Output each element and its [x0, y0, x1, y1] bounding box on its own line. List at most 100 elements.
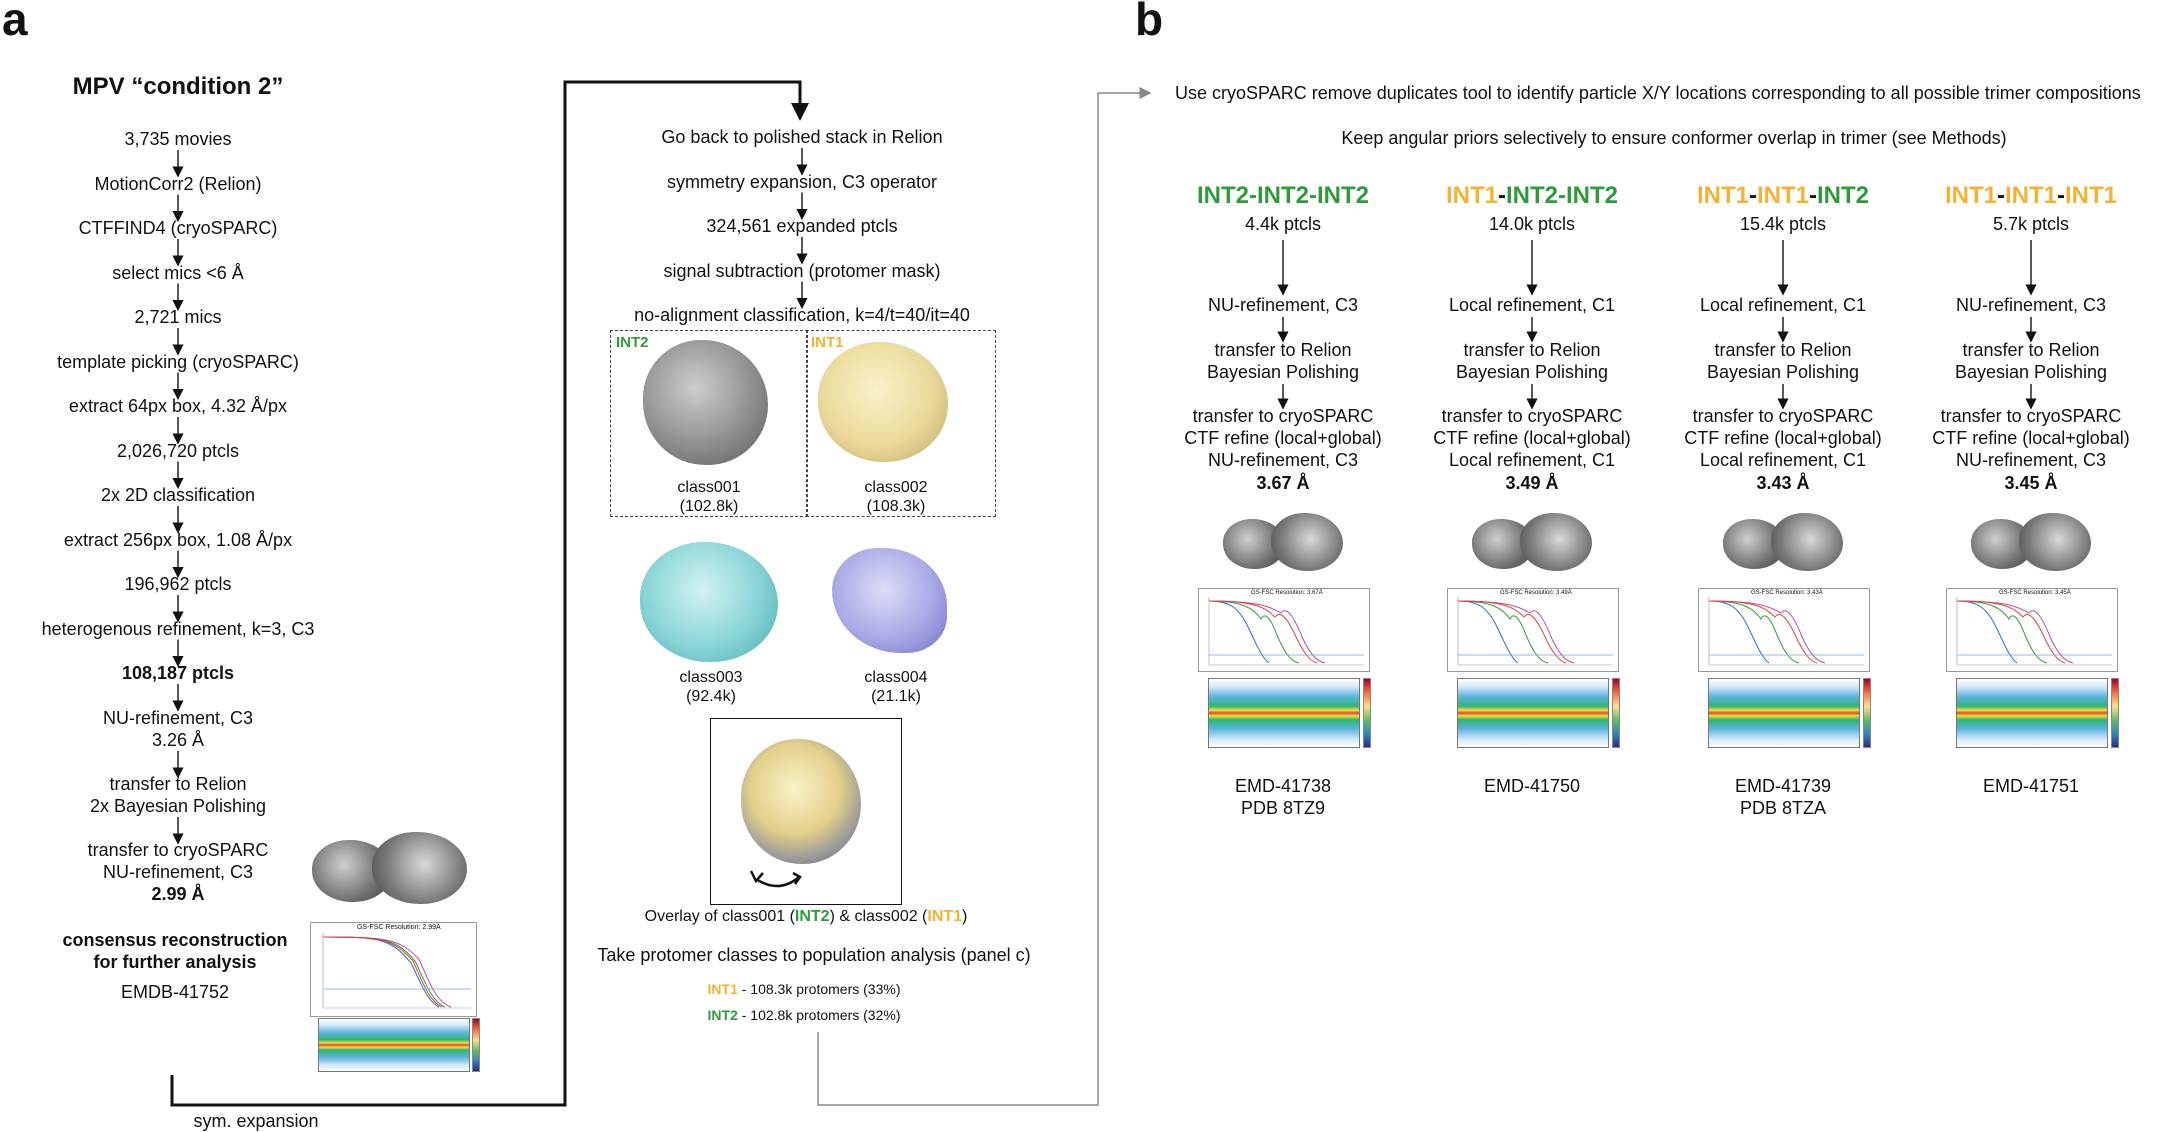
- combo-cs1-2: transfer to cryoSPARC: [1692, 406, 1874, 426]
- consensus-density-map: [312, 832, 467, 910]
- combo-title-part: INT1: [1445, 182, 1498, 209]
- combo-title-part: -: [1248, 182, 1257, 209]
- combo-accession-1-2: EMD-41739: [1734, 776, 1832, 796]
- combo-resolution-3: 3.45 Å: [2004, 473, 2058, 493]
- class004-count: (21.1k): [871, 688, 921, 705]
- consensus-title-line2: for further analysis: [93, 952, 257, 972]
- consensus-viewing-distribution: [318, 1018, 470, 1072]
- panel-b-connector: [817, 87, 1152, 1106]
- density-lobe: [1771, 513, 1843, 571]
- int1-class-box: [806, 330, 996, 517]
- nu-refinement-line1: NU-refinement, C3: [102, 708, 254, 728]
- consensus-emdb: EMDB-41752: [120, 982, 230, 1002]
- combo-ptcls-0: 4.4k ptcls: [1244, 214, 1322, 234]
- overlay-caption: Overlay of class001 (INT2) & class002 (I…: [644, 908, 968, 925]
- combo-cs1-3: transfer to cryoSPARC: [1940, 406, 2122, 426]
- class002-map: [818, 342, 948, 462]
- combo-resolution-0: 3.67 Å: [1256, 473, 1310, 493]
- combo-colorbar-3: [2111, 678, 2119, 748]
- cryosparc-transfer-line2: NU-refinement, C3: [102, 862, 254, 882]
- panel-b-flow-arrows: [1277, 240, 2037, 410]
- combo-ptcls-1: 14.0k ptcls: [1488, 214, 1576, 234]
- combo-ptcls-2: 15.4k ptcls: [1739, 214, 1827, 234]
- sym-expansion-label: sym. expansion: [193, 1111, 319, 1131]
- class001-count: (102.8k): [679, 498, 739, 515]
- class002-count: (108.3k): [866, 498, 926, 515]
- panel-b-label: b: [1135, 0, 1164, 45]
- combo-density-map-1: [1472, 513, 1592, 575]
- middle-step-0: Go back to polished stack in Relion: [661, 127, 943, 147]
- combo-title-part: -: [1309, 182, 1318, 209]
- left-step-7: 2,026,720 ptcls: [116, 440, 240, 461]
- combo-cs3-3: NU-refinement, C3: [1955, 450, 2107, 470]
- class004-name: class004: [864, 669, 928, 686]
- combo-title-part: -: [1558, 182, 1567, 209]
- combo-title-part: -: [1809, 182, 1818, 209]
- combo-accession-1-1: EMD-41750: [1483, 776, 1581, 796]
- combo-title-part: INT1: [2065, 182, 2118, 209]
- sym-expansion-path: [170, 80, 809, 1107]
- combo-density-map-0: [1223, 513, 1343, 575]
- combo-relion2-3: Bayesian Polishing: [1954, 362, 2108, 382]
- combo-ptcls-3: 5.7k ptcls: [1992, 214, 2070, 234]
- left-step-3: select mics <6 Å: [112, 262, 244, 283]
- combo-viewing-distribution-2: [1708, 678, 1860, 748]
- panel-b-line2: Keep angular priors selectively to ensur…: [1341, 128, 2007, 148]
- class001-map: [643, 340, 768, 465]
- combo-title-part: -: [1996, 182, 2005, 209]
- combo-accession-1-3: EMD-41751: [1982, 776, 2080, 796]
- class001-name: class001: [677, 479, 741, 496]
- combo-relion1-3: transfer to Relion: [1962, 340, 2100, 360]
- combo-fsc-title-2: GS-FSC Resolution: 3.43Å: [1751, 590, 1823, 596]
- panel-a-title: MPV “condition 2”: [72, 73, 284, 100]
- combo-refine-3: NU-refinement, C3: [1955, 295, 2107, 315]
- density-lobe: [1520, 513, 1592, 571]
- combo-viewing-distribution-1: [1457, 678, 1609, 748]
- combo-relion1-0: transfer to Relion: [1214, 340, 1352, 360]
- combo-title-part: INT1: [1944, 182, 1997, 209]
- final-resolution: 2.99 Å: [151, 884, 205, 904]
- relion-transfer-line2: 2x Bayesian Polishing: [89, 796, 267, 816]
- combo-fsc-plot-0: GS-FSC Resolution: 3.67Å: [1198, 588, 1370, 672]
- consensus-title-line1: consensus reconstruction: [62, 930, 288, 950]
- panel-a-label: a: [2, 0, 28, 45]
- combo-relion2-0: Bayesian Polishing: [1206, 362, 1360, 382]
- combo-title-part: INT2: [1196, 182, 1249, 209]
- combo-title-part: INT2: [1817, 182, 1870, 209]
- combo-cs2-0: CTF refine (local+global): [1184, 428, 1382, 448]
- combo-density-map-2: [1723, 513, 1843, 575]
- population-title: Take protomer classes to population anal…: [597, 945, 1031, 965]
- combo-cs1-0: transfer to cryoSPARC: [1192, 406, 1374, 426]
- combo-accession-2-2: PDB 8TZA: [1739, 798, 1827, 818]
- combo-resolution-1: 3.49 Å: [1505, 473, 1559, 493]
- combo-relion2-2: Bayesian Polishing: [1706, 362, 1860, 382]
- consensus-colorbar: [472, 1018, 480, 1072]
- combo-density-map-3: [1971, 513, 2091, 575]
- combo-title-part: INT2: [1317, 182, 1370, 209]
- left-step-2: CTFFIND4 (cryoSPARC): [78, 218, 278, 238]
- middle-step-2: 324,561 expanded ptcls: [706, 216, 898, 236]
- combo-viewing-distribution-0: [1208, 678, 1360, 748]
- combo-relion2-1: Bayesian Polishing: [1455, 362, 1609, 382]
- relion-transfer-line1: transfer to Relion: [109, 774, 247, 794]
- overlay-rotation-arrow: [749, 870, 802, 888]
- overlay-box: [710, 718, 902, 905]
- combo-cs2-3: CTF refine (local+global): [1932, 428, 2130, 448]
- combo-fsc-title-3: GS-FSC Resolution: 3.45Å: [1999, 590, 2071, 596]
- int1-box-label: INT1: [811, 334, 844, 351]
- left-step-12: 108,187 ptcls: [121, 663, 235, 683]
- combo-viewing-distribution-3: [1956, 678, 2108, 748]
- combo-colorbar-2: [1863, 678, 1871, 748]
- combo-cs3-1: Local refinement, C1: [1448, 450, 1616, 470]
- left-step-6: extract 64px box, 4.32 Å/px: [68, 396, 288, 416]
- combo-title-part: INT1: [2004, 182, 2058, 209]
- combo-title-3: INT1-INT1-INT1: [1945, 182, 2117, 210]
- combo-fsc-plot-1: GS-FSC Resolution: 3.49Å: [1447, 588, 1619, 672]
- combo-title-part: -: [1497, 182, 1506, 209]
- class003-name: class003: [679, 669, 743, 686]
- combo-fsc-title-1: GS-FSC Resolution: 3.49Å: [1500, 590, 1572, 596]
- combo-title-0: INT2-INT2-INT2: [1197, 182, 1369, 210]
- left-step-10: 196,962 ptcls: [124, 574, 232, 594]
- combo-title-part: INT2: [1256, 182, 1310, 209]
- combo-accession-1-0: EMD-41738: [1234, 776, 1332, 796]
